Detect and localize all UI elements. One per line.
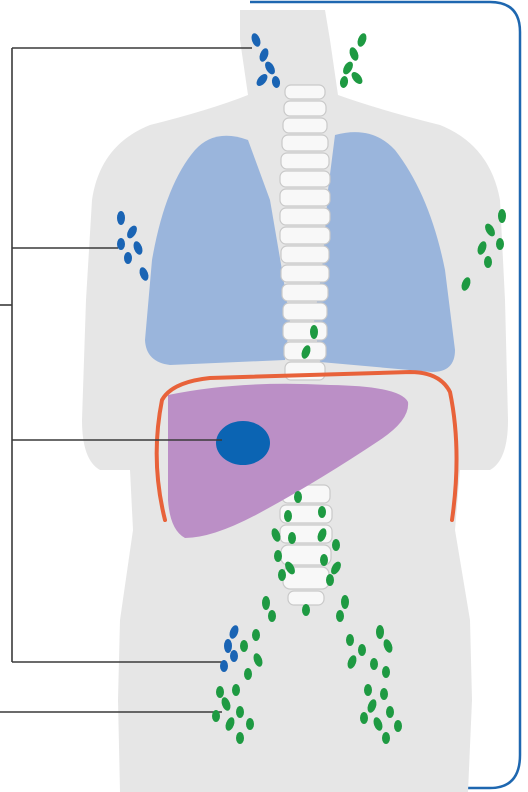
- spine-icon: [280, 85, 332, 605]
- liver-lesion: [216, 421, 270, 465]
- lymph-node-cluster-neck-right: [339, 32, 368, 89]
